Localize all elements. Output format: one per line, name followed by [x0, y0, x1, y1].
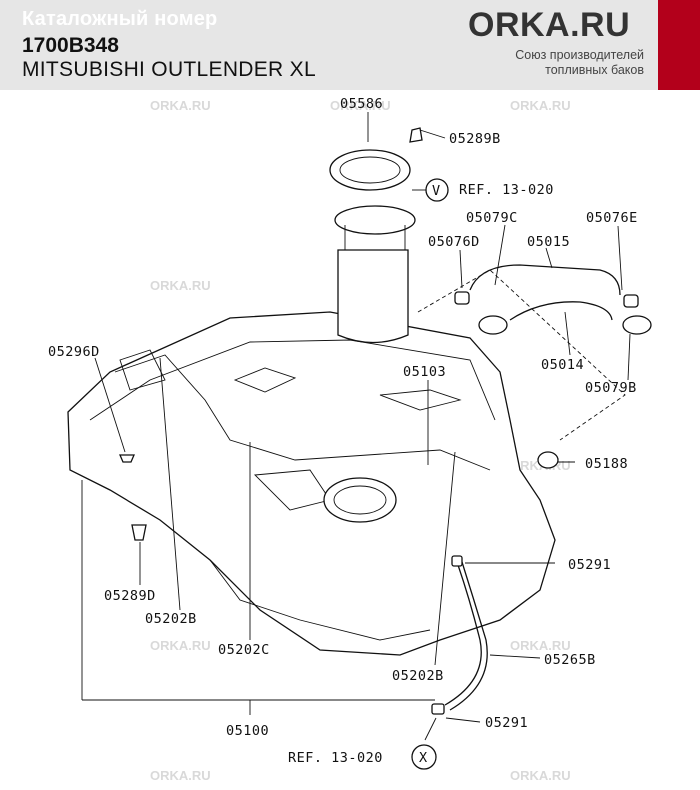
- catalog-header: Каталожный номер 1700B348 MITSUBISHI OUT…: [0, 0, 700, 90]
- part-number: 1700B348: [22, 34, 119, 57]
- callout-05079b[interactable]: 05079B: [585, 380, 637, 396]
- ref-circle-v-text: V: [432, 183, 441, 199]
- watermark-text: ORKA.RU: [150, 638, 211, 653]
- callout-05296d[interactable]: 05296D: [48, 344, 100, 360]
- filler-tube: [119, 454, 488, 715]
- watermark-text: ORKA.RU: [150, 278, 211, 293]
- brand-logo[interactable]: ORKA.RU: [468, 6, 631, 44]
- watermark-text: ORKA.RU: [150, 768, 211, 783]
- callout-05076d[interactable]: 05076D: [428, 234, 480, 250]
- callout-05014[interactable]: 05014: [541, 357, 584, 373]
- callout-05265b[interactable]: 05265B: [544, 652, 596, 668]
- callout-ref-bottom[interactable]: REF. 13-020: [288, 750, 383, 766]
- callout-05079c[interactable]: 05079C: [466, 210, 518, 226]
- ref-circle-x: [411, 744, 437, 770]
- callout-05015[interactable]: 05015: [527, 234, 570, 250]
- callout-05586[interactable]: 05586: [340, 96, 383, 112]
- callout-05100[interactable]: 05100: [226, 723, 269, 739]
- callout-05291-upper[interactable]: 05291: [568, 557, 611, 573]
- ref-circle-x-text: X: [419, 750, 428, 766]
- brand-red-bar: [658, 0, 700, 90]
- callout-05103[interactable]: 05103: [403, 364, 446, 380]
- watermark-text: ORKA.RU: [510, 638, 571, 653]
- vehicle-model: MITSUBISHI OUTLENDER XL: [22, 58, 316, 81]
- callout-05076e[interactable]: 05076E: [586, 210, 638, 226]
- watermark-text: ORKA.RU: [510, 98, 571, 113]
- callout-05202b-left[interactable]: 05202B: [145, 611, 197, 627]
- brand-tagline-line1: Союз производителей: [515, 48, 644, 62]
- callout-ref-top[interactable]: REF. 13-020: [459, 182, 554, 198]
- callout-05289d[interactable]: 05289D: [104, 588, 156, 604]
- callout-05291-lower[interactable]: 05291: [485, 715, 528, 731]
- brand-tagline-line2: топливных баков: [545, 63, 644, 77]
- watermark-text: ORKA.RU: [330, 98, 391, 113]
- watermark-text: ORKA.RU: [510, 768, 571, 783]
- callout-05202c[interactable]: 05202C: [218, 642, 270, 658]
- ref-circle-v: [425, 178, 449, 202]
- fuel-pump-assembly: [329, 127, 423, 344]
- catalog-caption: Каталожный номер: [22, 8, 218, 30]
- watermark-text: ORKA.RU: [150, 98, 211, 113]
- leader-lines: [81, 112, 631, 741]
- hose-parts: [454, 264, 652, 469]
- callout-05289b[interactable]: 05289B: [449, 131, 501, 147]
- callout-05188[interactable]: 05188: [585, 456, 628, 472]
- callout-05202b-right[interactable]: 05202B: [392, 668, 444, 684]
